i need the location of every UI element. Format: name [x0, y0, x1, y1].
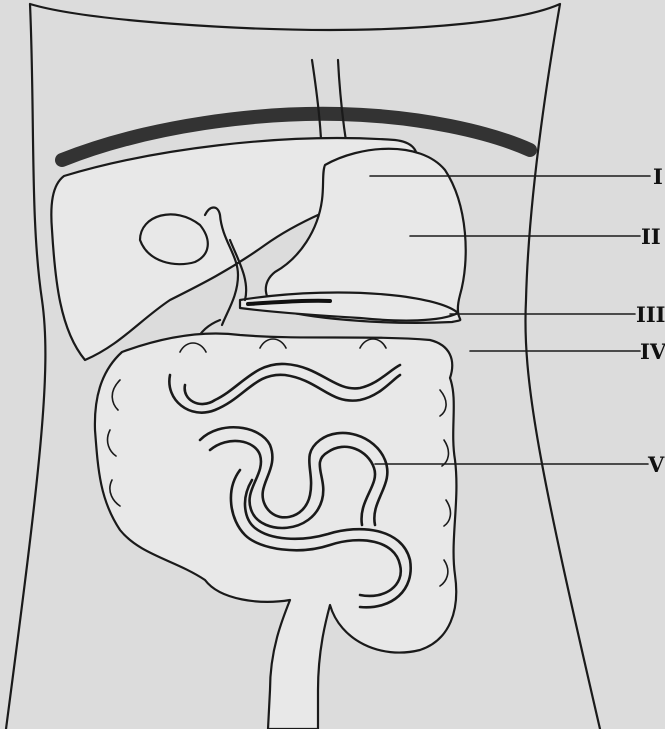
- label-IV: IV: [640, 341, 665, 362]
- large-intestine: [95, 334, 457, 729]
- label-V: V: [648, 454, 664, 475]
- label-III: III: [636, 304, 665, 325]
- label-II: II: [641, 226, 661, 247]
- label-I: I: [653, 166, 663, 187]
